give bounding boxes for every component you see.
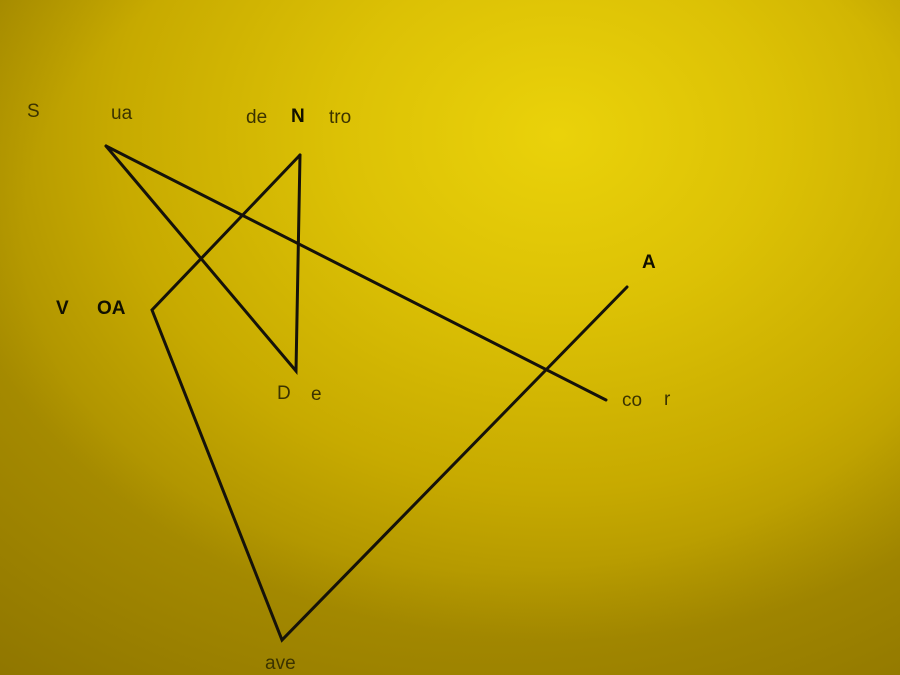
line-ua-to-cor [104,144,608,402]
word-ave: ave [265,653,296,674]
word-oa: OA [97,298,126,319]
word-tro: tro [329,107,352,128]
word-v: V [56,298,69,319]
word-de: de [246,107,268,128]
word-s: S [27,101,40,122]
word-ua: ua [111,103,133,124]
line-n-to-voa-to-ave-to-a [150,153,629,643]
word-co: co [622,390,643,411]
word-n: N [291,106,305,127]
word-e: e [311,384,322,405]
word-a: A [642,252,656,273]
word-r: r [664,389,671,410]
line-ua-to-de-to-n [104,144,302,376]
word-d: D [277,383,291,404]
